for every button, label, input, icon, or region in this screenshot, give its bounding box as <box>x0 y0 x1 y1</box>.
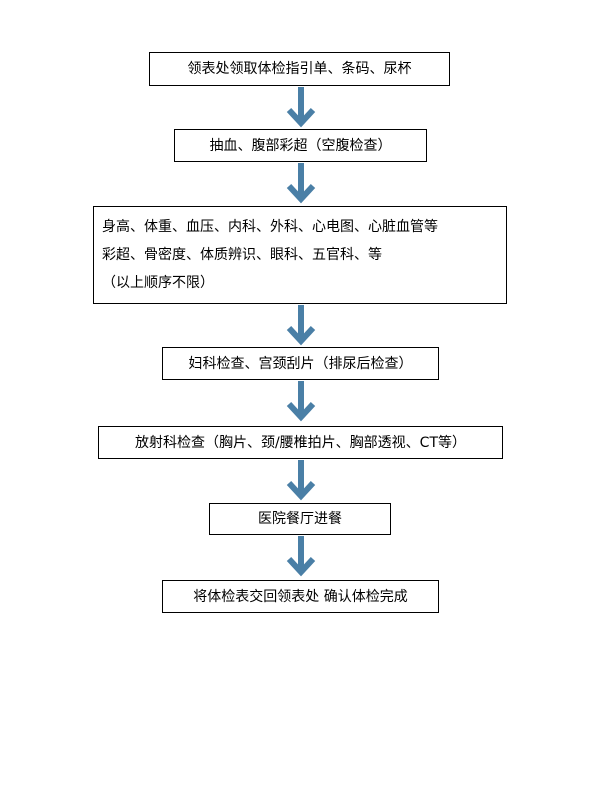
step-6-text: 医院餐厅进餐 <box>258 511 342 527</box>
step-3-line-3: （以上顺序不限） <box>102 275 214 291</box>
down-arrow-icon <box>286 163 316 204</box>
step-3-line-2: 彩超、骨密度、体质辨识、眼科、五官科、等 <box>102 247 382 263</box>
step-3-line-1: 身高、体重、血压、内科、外科、心电图、心脏血管等 <box>102 219 438 235</box>
down-arrow-icon <box>286 381 316 422</box>
step-1-text: 领表处领取体检指引单、条码、尿杯 <box>187 61 412 77</box>
step-5-text: 放射科检查（胸片、颈/腰椎拍片、胸部透视、CT等） <box>134 434 467 451</box>
down-arrow-icon <box>286 536 316 577</box>
step-2-text: 抽血、腹部彩超（空腹检查） <box>209 137 392 154</box>
step-box-7: 将体检表交回领表处 确认体检完成 <box>162 580 439 613</box>
step-box-1: 领表处领取体检指引单、条码、尿杯 <box>149 52 450 86</box>
step-box-5: 放射科检查（胸片、颈/腰椎拍片、胸部透视、CT等） <box>98 426 503 459</box>
down-arrow-icon <box>286 305 316 346</box>
step-box-6: 医院餐厅进餐 <box>209 503 391 535</box>
step-4-text: 妇科检查、宫颈刮片（排尿后检查） <box>188 355 413 372</box>
step-7-text: 将体检表交回领表处 确认体检完成 <box>193 588 408 605</box>
down-arrow-icon <box>286 87 316 128</box>
step-box-3: 身高、体重、血压、内科、外科、心电图、心脏血管等 彩超、骨密度、体质辨识、眼科、… <box>93 206 507 304</box>
step-box-2: 抽血、腹部彩超（空腹检查） <box>174 129 427 162</box>
step-box-4: 妇科检查、宫颈刮片（排尿后检查） <box>162 347 439 380</box>
down-arrow-icon <box>286 460 316 501</box>
